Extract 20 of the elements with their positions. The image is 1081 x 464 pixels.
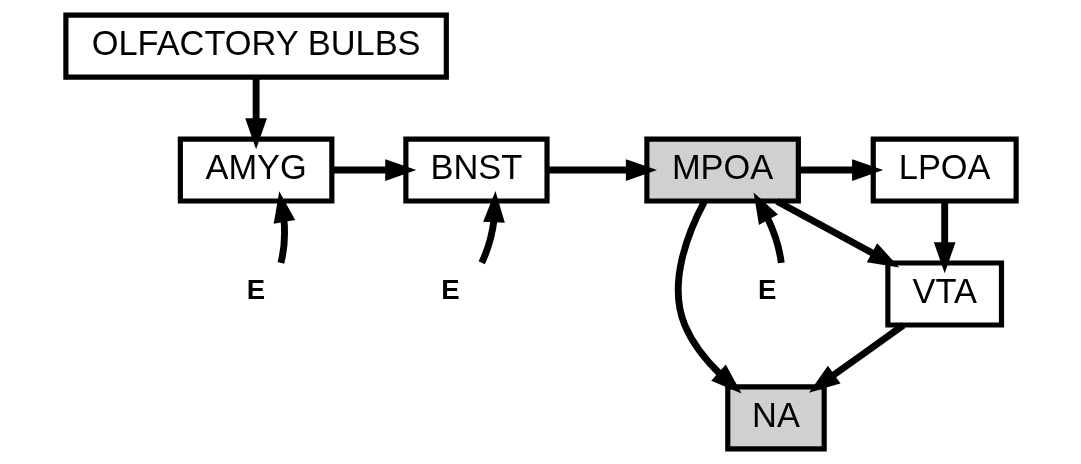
arrow (546, 159, 657, 181)
node-box: LPOA (870, 136, 1019, 204)
arrow (933, 201, 956, 274)
arrow (478, 191, 505, 265)
node-text: E (246, 273, 265, 305)
node-box: VTA (884, 260, 1004, 328)
node-box: AMYG (177, 136, 334, 204)
arrow (808, 322, 905, 393)
node-box: OLFACTORY BULBS (62, 12, 449, 80)
arrow (774, 198, 899, 268)
arrow (753, 192, 785, 264)
node-text: E (440, 273, 460, 305)
arrow (798, 159, 883, 181)
node-box: NA (724, 384, 827, 452)
node-box: BNST (402, 136, 550, 204)
arrow (273, 191, 295, 264)
node-text: E (757, 273, 776, 305)
arrow (244, 77, 267, 150)
arrow (331, 159, 416, 181)
node-box: MPOA (643, 136, 801, 204)
